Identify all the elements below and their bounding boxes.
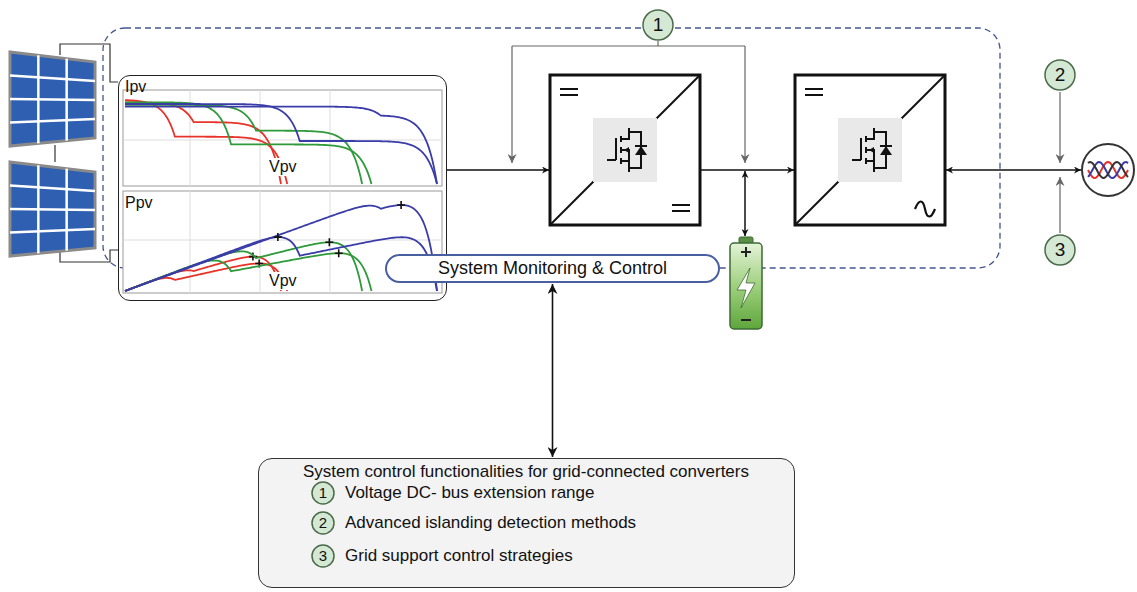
callout-circle (1045, 60, 1075, 90)
mpp-marker (335, 249, 343, 257)
monitoring-box: System Monitoring & Control (385, 254, 720, 283)
node-text: Vpv (267, 158, 299, 176)
pv-cell-grid (10, 99, 95, 100)
node-text: Ppv (125, 194, 153, 212)
mosfet-symbol (852, 128, 892, 172)
mpp-marker (397, 201, 405, 209)
battery-minus (741, 319, 751, 321)
battery-bolt (737, 268, 755, 308)
iv-curve (125, 102, 371, 184)
switch-background (593, 118, 657, 182)
callout-leader (512, 45, 745, 46)
mosfet-symbol (607, 128, 647, 172)
dc-bus-line (700, 169, 794, 171)
callout-number: 2 (1044, 59, 1076, 91)
grid-symbol (1082, 144, 1134, 196)
node-text: System control functionalities for grid-… (303, 462, 749, 482)
node-text: System Monitoring & Control (438, 258, 667, 279)
callout-circle (312, 482, 334, 504)
mpp-marker (325, 238, 333, 246)
pv-panel (10, 162, 95, 256)
callout-leader (1059, 92, 1060, 163)
mosfet-arrow (624, 147, 629, 153)
callout-number: 3 (1044, 234, 1076, 266)
callout-circle (643, 10, 673, 40)
pv-cell-grid (10, 76, 95, 82)
battery-line (744, 171, 746, 236)
plot-gridline (330, 90, 331, 186)
pv-cell-grid (10, 209, 95, 210)
callout-label: 3 (1055, 239, 1066, 261)
callout-number: 1 (311, 481, 335, 505)
iv-plot-area (123, 90, 442, 186)
iv-curve (125, 104, 437, 184)
callout-number: 1 (642, 9, 674, 41)
callout-number: 2 (311, 511, 335, 535)
node-text: Ipv (125, 78, 146, 96)
node-text: Grid support control strategies (345, 546, 573, 566)
pv-wire (54, 145, 55, 162)
node-text: Vpv (267, 272, 299, 290)
pv-cell-grid (10, 229, 95, 233)
callout-label: 3 (319, 547, 327, 564)
pv-cell-grid (10, 119, 95, 123)
callout-leader (1059, 177, 1060, 233)
diode-symbol (880, 146, 892, 155)
callout-leader (511, 46, 512, 163)
iv-curve (125, 102, 281, 184)
callout-label: 1 (653, 14, 664, 36)
dc-symbol (672, 205, 690, 211)
mosfet-arrow (869, 147, 874, 153)
plot-gridline (123, 240, 442, 241)
callout-label: 1 (319, 484, 327, 501)
pv-curve (125, 263, 287, 291)
converter-diagonal (795, 75, 945, 225)
grid-wave (1088, 162, 1128, 178)
callout-label: 2 (319, 514, 327, 531)
switch-background (838, 118, 902, 182)
mpp-marker (274, 233, 282, 241)
callout-circle (312, 545, 334, 567)
converter-box (795, 75, 945, 225)
iv-curve (125, 107, 437, 184)
pv-power-line (447, 169, 549, 171)
ac-symbol (915, 202, 935, 217)
dc-symbol (805, 89, 823, 95)
callout-leader (744, 46, 745, 163)
battery-plus (741, 247, 751, 257)
battery-symbol (730, 243, 762, 329)
callout-label: 2 (1055, 64, 1066, 86)
grid-line (946, 169, 1081, 171)
pv-curve (125, 253, 371, 291)
diode-symbol (635, 146, 647, 155)
double-arrow (552, 284, 554, 457)
plot-gridline (123, 140, 442, 141)
callout-circle (1045, 235, 1075, 265)
node-text: Advanced islanding detection methods (345, 513, 636, 533)
dc-symbol (560, 89, 578, 95)
callout-leader (657, 41, 658, 46)
grid-wave (1088, 162, 1128, 178)
node-text: Voltage DC- bus extension range (345, 483, 595, 503)
grid-wave (1088, 162, 1128, 178)
pv-cell-grid (10, 186, 95, 192)
converter-box (550, 75, 700, 225)
plot-gridline (190, 191, 191, 293)
pv-panel (10, 52, 95, 146)
iv-curve (125, 100, 287, 184)
converter-diagonal (550, 75, 700, 225)
callout-circle (312, 512, 334, 534)
functionality-box: System control functionalities for grid-… (258, 458, 795, 588)
callout-number: 3 (311, 544, 335, 568)
